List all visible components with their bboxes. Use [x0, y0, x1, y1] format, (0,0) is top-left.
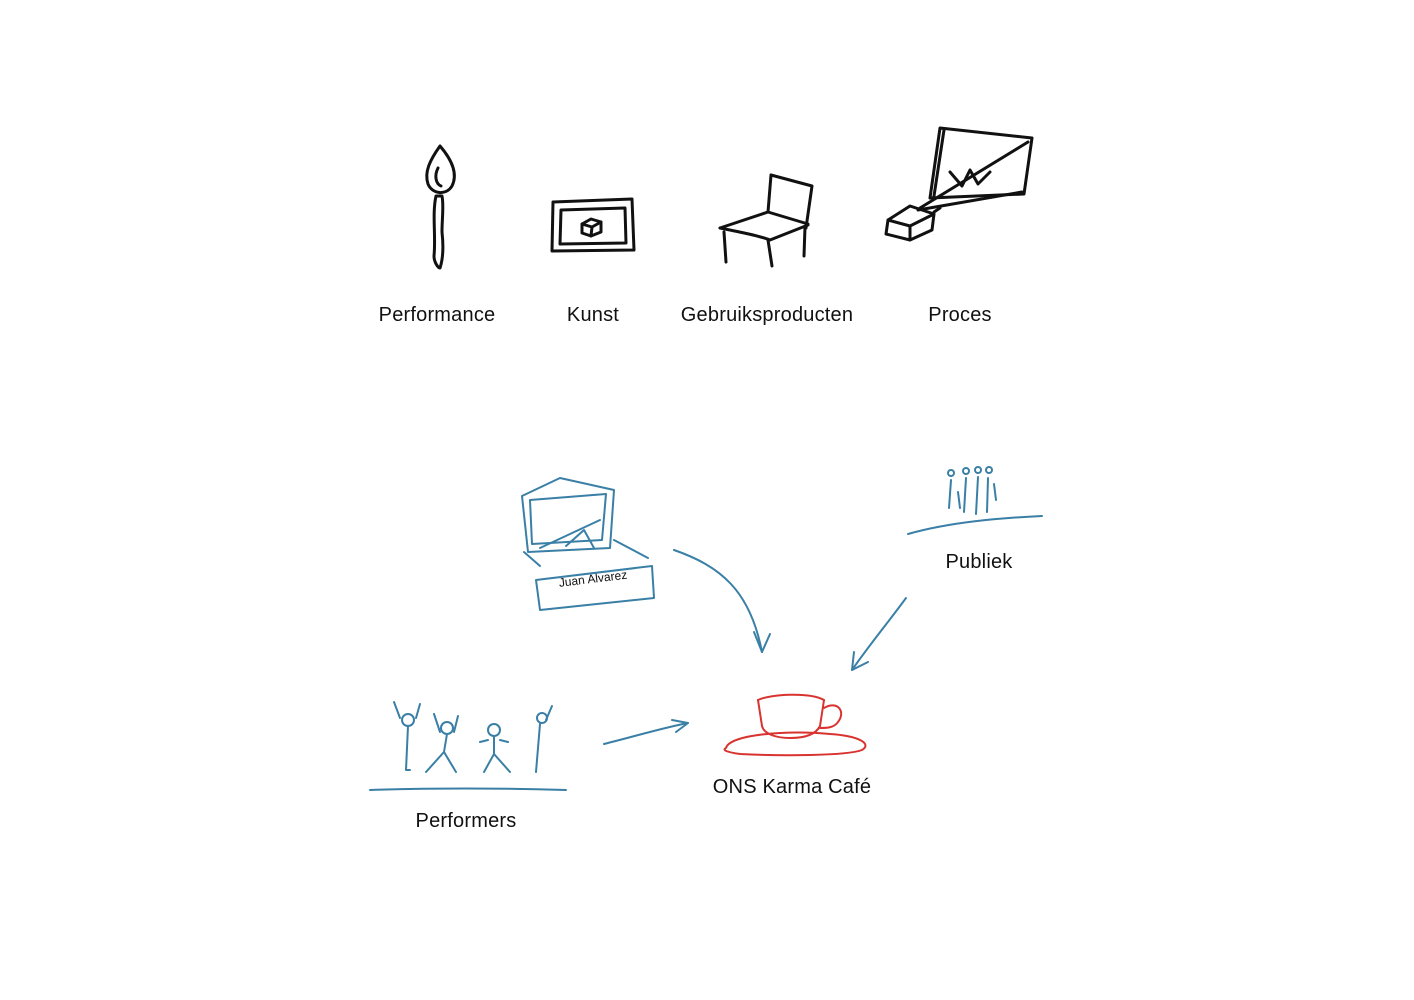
- coffee-cup-icon: [723, 693, 867, 757]
- dancers-icon: [369, 701, 567, 791]
- arrow-artist-to-cafe: [673, 549, 771, 653]
- artist-name-tag: [535, 565, 655, 611]
- kunst-label: Kunst: [566, 304, 620, 326]
- projector-icon: [884, 126, 1034, 242]
- audience-icon: [907, 466, 1043, 535]
- cafe-label: ONS Karma Café: [712, 776, 872, 798]
- performers-label: Performers: [415, 810, 517, 832]
- framed-painting-icon: [550, 197, 636, 253]
- chair-icon: [718, 173, 814, 268]
- gebruiksproducten-label: Gebruiksproducten: [680, 304, 854, 326]
- publiek-label: Publiek: [945, 551, 1013, 573]
- performance-label: Performance: [378, 304, 496, 326]
- proces-label: Proces: [928, 304, 992, 326]
- arrow-publiek-to-cafe: [851, 597, 907, 671]
- arrow-performers-to-cafe: [603, 719, 689, 745]
- laptop-icon: [521, 477, 649, 567]
- match-flame-icon: [425, 144, 456, 270]
